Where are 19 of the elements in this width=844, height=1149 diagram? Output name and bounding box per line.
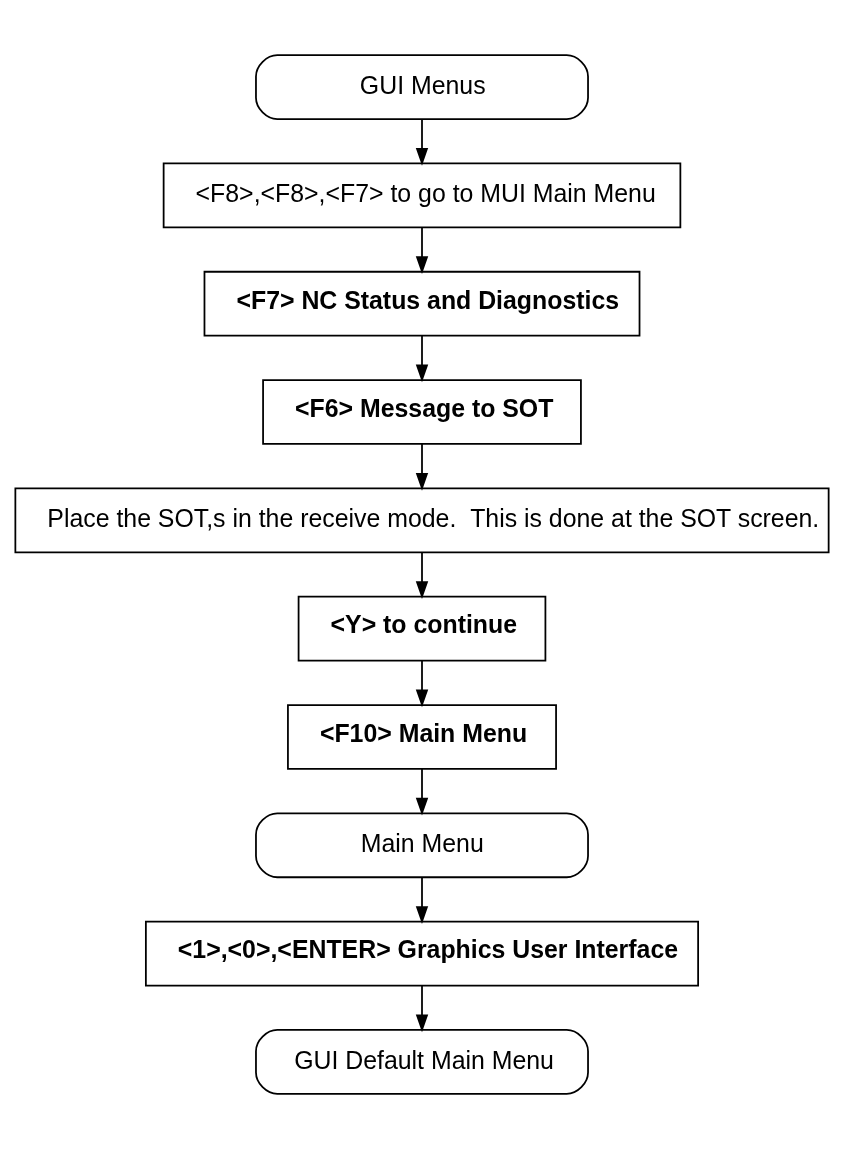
- node-box: Place the SOT,s in the receive mode. This is done at the SOT screen.: [14, 487, 830, 554]
- node-box: <F10> Main Menu: [287, 704, 557, 770]
- node-box: <F8>,<F8>,<F7> to go to MUI Main Menu: [162, 162, 682, 229]
- arrow: [415, 984, 429, 1033]
- node-box: GUI Default Main Menu: [255, 1029, 589, 1095]
- arrow: [415, 876, 429, 924]
- arrow: [415, 551, 429, 599]
- arrow: [415, 768, 429, 816]
- node-box: <Y> to continue: [297, 595, 547, 662]
- node-box: GUI Menus: [255, 54, 589, 120]
- arrow: [415, 659, 429, 708]
- arrow: [415, 334, 429, 383]
- arrow: [415, 118, 429, 166]
- node-box: <1>,<0>,<ENTER> Graphics User Interface: [145, 920, 699, 987]
- node-box: <F7> NC Status and Diagnostics: [203, 270, 641, 337]
- node-box: Main Menu: [255, 812, 589, 879]
- arrow: [415, 226, 429, 275]
- arrow: [415, 443, 429, 491]
- node-box: <F6> Message to SOT: [262, 379, 582, 445]
